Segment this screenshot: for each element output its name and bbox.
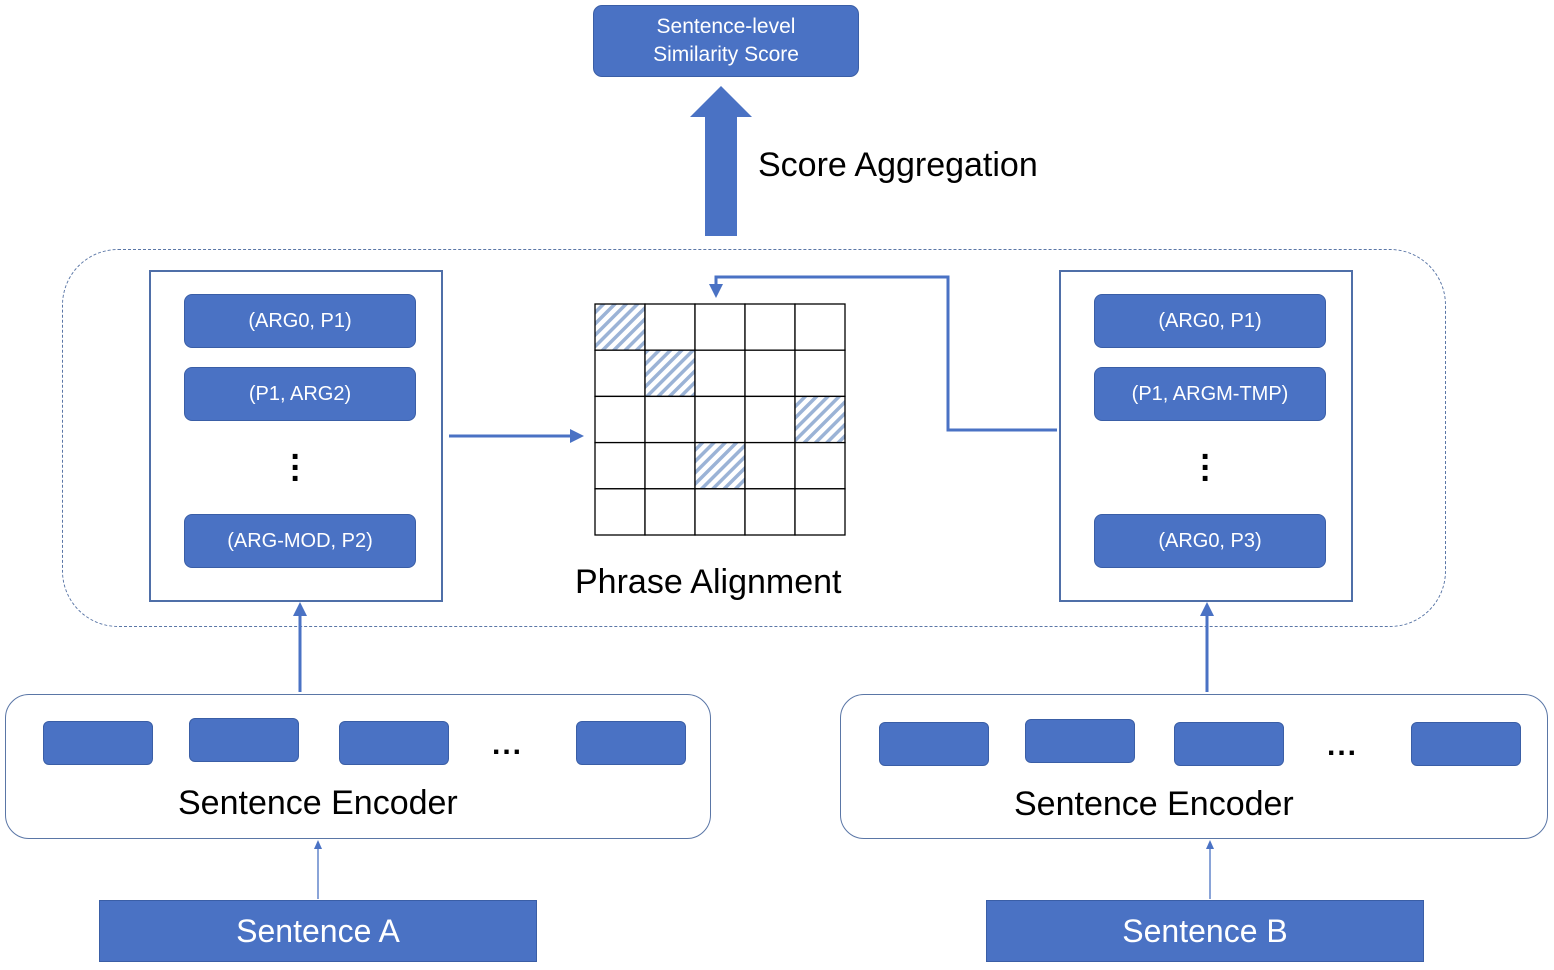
grid-cell — [644, 395, 696, 444]
grid-cell — [744, 441, 796, 490]
sentence-b-box: Sentence B — [986, 900, 1424, 962]
right-to-grid-line — [714, 275, 1057, 432]
right-to-grid-arrowhead — [709, 284, 723, 298]
left-token-2 — [189, 718, 299, 762]
right-token-ellipsis: ... — [1327, 729, 1359, 762]
grid-cell — [594, 395, 646, 444]
right-token-4 — [1411, 722, 1521, 766]
grid-cell-aligned — [644, 349, 696, 398]
similarity-score-box: Sentence-level Similarity Score — [593, 5, 859, 77]
right-vertical-ellipsis: ··· — [1200, 438, 1212, 498]
alignment-container — [62, 249, 1446, 627]
grid-cell — [644, 441, 696, 490]
grid-cell-aligned — [694, 441, 746, 490]
grid-cell — [744, 395, 796, 444]
left-pair-1: (ARG0, P1) — [184, 294, 416, 348]
grid-cell — [644, 303, 696, 351]
left-sentence-encoder — [5, 694, 711, 839]
grid-cell — [594, 349, 646, 398]
right-pair-3: (ARG0, P3) — [1094, 514, 1326, 568]
grid-cell — [694, 349, 746, 398]
right-phrase-panel — [1059, 270, 1353, 602]
left-pair-2: (P1, ARG2) — [184, 367, 416, 421]
left-vertical-ellipsis: ··· — [290, 438, 302, 498]
grid-cell — [794, 441, 846, 490]
left-encoder-up-arrowhead — [293, 602, 307, 616]
left-token-ellipsis: ... — [492, 728, 524, 761]
right-pair-1: (ARG0, P1) — [1094, 294, 1326, 348]
grid-cell — [694, 488, 746, 536]
score-aggregation-arrow — [690, 86, 752, 236]
left-token-4 — [576, 721, 686, 765]
grid-cell-aligned — [794, 395, 846, 444]
left-pair-3: (ARG-MOD, P2) — [184, 514, 416, 568]
grid-cell — [744, 303, 796, 351]
phrase-alignment-label: Phrase Alignment — [575, 563, 842, 601]
left-encoder-label: Sentence Encoder — [178, 784, 458, 822]
right-token-3 — [1174, 722, 1284, 766]
left-token-3 — [339, 721, 449, 765]
grid-cell — [594, 488, 646, 536]
right-sentence-encoder — [840, 694, 1548, 839]
grid-cell — [744, 349, 796, 398]
left-token-1 — [43, 721, 153, 765]
phrase-alignment-grid — [594, 303, 846, 536]
grid-cell — [694, 303, 746, 351]
grid-cell — [744, 488, 796, 536]
right-encoder-label: Sentence Encoder — [1014, 785, 1294, 823]
grid-cell — [694, 395, 746, 444]
score-box-line1: Sentence-level — [656, 15, 796, 38]
score-aggregation-label: Score Aggregation — [758, 146, 1038, 184]
right-encoder-up-arrowhead — [1200, 602, 1214, 616]
grid-cell — [594, 441, 646, 490]
grid-cell — [644, 488, 696, 536]
right-token-2 — [1025, 719, 1135, 763]
sentence-a-box: Sentence A — [99, 900, 537, 962]
left-phrase-panel — [149, 270, 443, 602]
sentence-b-up-arrowhead — [1206, 840, 1214, 849]
sentence-a-up-arrowhead — [314, 840, 322, 849]
grid-cell — [794, 488, 846, 536]
score-box-line2: Similarity Score — [653, 43, 799, 66]
right-token-1 — [879, 722, 989, 766]
grid-cell-aligned — [594, 303, 646, 351]
grid-cell — [794, 303, 846, 351]
right-pair-2: (P1, ARGM-TMP) — [1094, 367, 1326, 421]
left-to-grid-arrowhead — [570, 429, 584, 443]
grid-cell — [794, 349, 846, 398]
